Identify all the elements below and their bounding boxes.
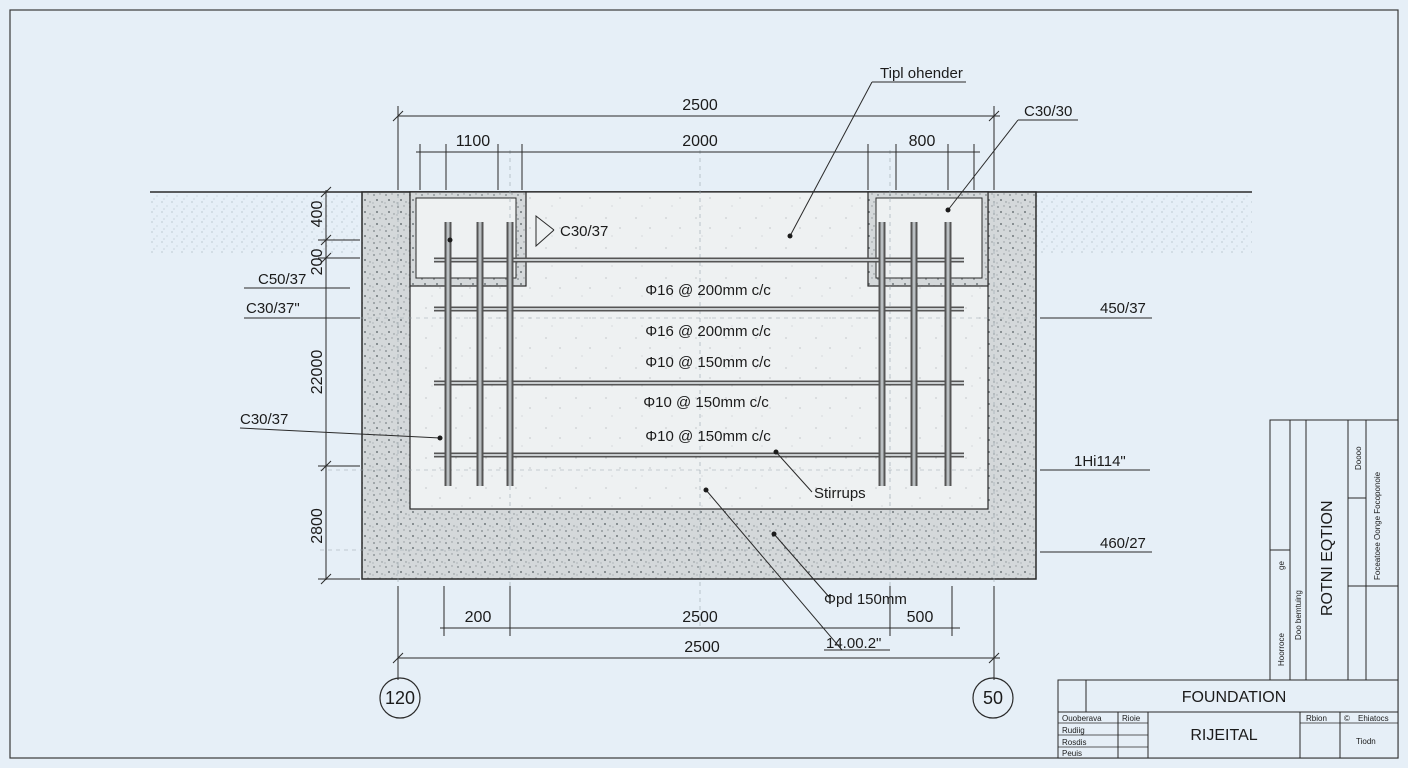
sheet-border [9,9,1399,759]
dim-bottom-right: 500 [907,609,934,626]
dim-left-1: 400 [309,201,326,228]
label-right-2: 1Hi114" [1074,453,1126,470]
title-cell-left-3: Rudiig [1062,726,1085,735]
title-block-main-title: FOUNDATION [1182,689,1287,706]
title-cell-left-4: Rosdis [1062,738,1086,747]
dim-top-middle: 2000 [682,133,718,150]
dim-top-right: 800 [909,133,936,150]
label-rebar-2: Φ16 @ 200mm c/c [645,323,771,340]
side-col-3b: Doooo [1354,446,1363,470]
label-top-right-callout: C30/30 [1024,103,1072,120]
side-col-1b: ge [1277,561,1286,570]
grid-bubble-left-label: 120 [385,688,415,708]
grid-bubble-right-label: 50 [983,688,1003,708]
label-stirrups: Stirrups [814,485,866,502]
label-right-1: 450/37 [1100,300,1146,317]
label-left-2: C30/37" [246,300,300,317]
dim-top-overall: 2500 [682,97,718,114]
side-title: ROTNI EQTION [1319,500,1336,616]
title-cell-right-symbol: © [1344,714,1350,723]
title-cell-right-1: Rbion [1306,714,1327,723]
label-rebar-3: Φ10 @ 150mm c/c [645,354,771,371]
label-bottom-callout-1: Φpd 150mm [824,591,907,608]
leader-lines [239,81,1152,651]
callout-labels: Tipl ohender C30/30 C30/37 C50/37 C30/37… [240,65,1146,652]
title-cell-right-2: Ehiatocs [1358,714,1389,723]
label-right-3: 460/27 [1100,535,1146,552]
side-col-1: Hoorroce [1277,633,1286,666]
side-title-block: Hoorroce ge Doo bemtuing ROTNI EQTION Do… [1269,419,1399,681]
label-rebar-1: Φ16 @ 200mm c/c [645,282,771,299]
label-left-3: C30/37 [240,411,288,428]
ground [150,191,1252,253]
label-inner-callout: C30/37 [560,223,608,240]
grid-bubble-right: 50 [972,677,1014,719]
label-rebar-4: Φ10 @ 150mm c/c [643,394,769,411]
title-block-sub-title: RIJEITAL [1190,727,1257,744]
grid-bubble-left: 120 [379,677,421,719]
rebar-cage [434,222,964,486]
leader-dots [437,207,951,537]
title-block: FOUNDATION RIJEITAL Ouoberava Rioie Rudi… [1057,679,1399,759]
label-top-callout: Tipl ohender [880,65,963,82]
title-cell-left-5: Peuis [1062,749,1082,758]
dimension-text: 2500 1100 2000 800 400 200 22000 2800 20… [309,97,935,656]
dim-top-left: 1100 [456,133,491,150]
label-bottom-callout-2: 14.00.2" [826,635,881,652]
dim-bottom-overall: 2500 [684,639,720,656]
dim-bottom-middle: 2500 [682,609,718,626]
dim-left-4: 2800 [309,508,326,544]
dim-left-3: 22000 [309,350,326,395]
dim-left-2: 200 [309,249,326,276]
title-cell-right-3: Tiodn [1356,737,1376,746]
label-rebar-5: Φ10 @ 150mm c/c [645,428,771,445]
dimension-lines [318,106,1000,680]
side-col-3: Foceatoee Oonge Focoponoie [1373,471,1382,580]
title-cell-left-1: Ouoberava [1062,714,1102,723]
dim-bottom-left: 200 [465,609,492,626]
title-cell-left-2: Rioie [1122,714,1141,723]
side-col-2: Doo bemtuing [1294,590,1303,640]
label-left-1: C50/37 [258,271,306,288]
